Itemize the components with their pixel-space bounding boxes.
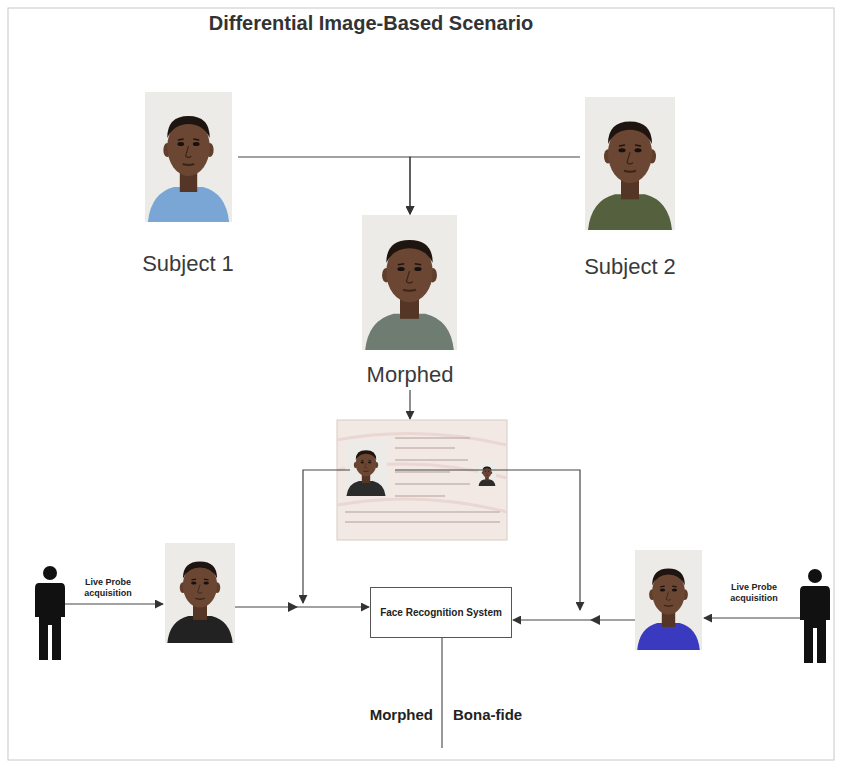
box-label: Face Recognition System xyxy=(380,607,502,618)
photo-caption: Subject 2 xyxy=(584,254,676,280)
photo-caption: Morphed xyxy=(367,362,454,388)
process-box: Face Recognition System xyxy=(370,587,512,638)
photo-node: Morphed xyxy=(363,215,458,388)
annotation: Live Probe acquisition xyxy=(722,582,786,604)
photo-caption: Subject 1 xyxy=(142,251,234,277)
annotation: Live Probe acquisition xyxy=(76,577,140,599)
diagram-title: Differential Image-Based Scenario xyxy=(0,12,742,35)
output-label: Bona-fide xyxy=(453,706,563,724)
connector xyxy=(410,157,580,214)
photo-node: Subject 2 xyxy=(580,97,680,280)
connector xyxy=(238,157,410,214)
photo-node: Subject 1 xyxy=(138,92,238,277)
output-label: Morphed xyxy=(333,706,433,724)
